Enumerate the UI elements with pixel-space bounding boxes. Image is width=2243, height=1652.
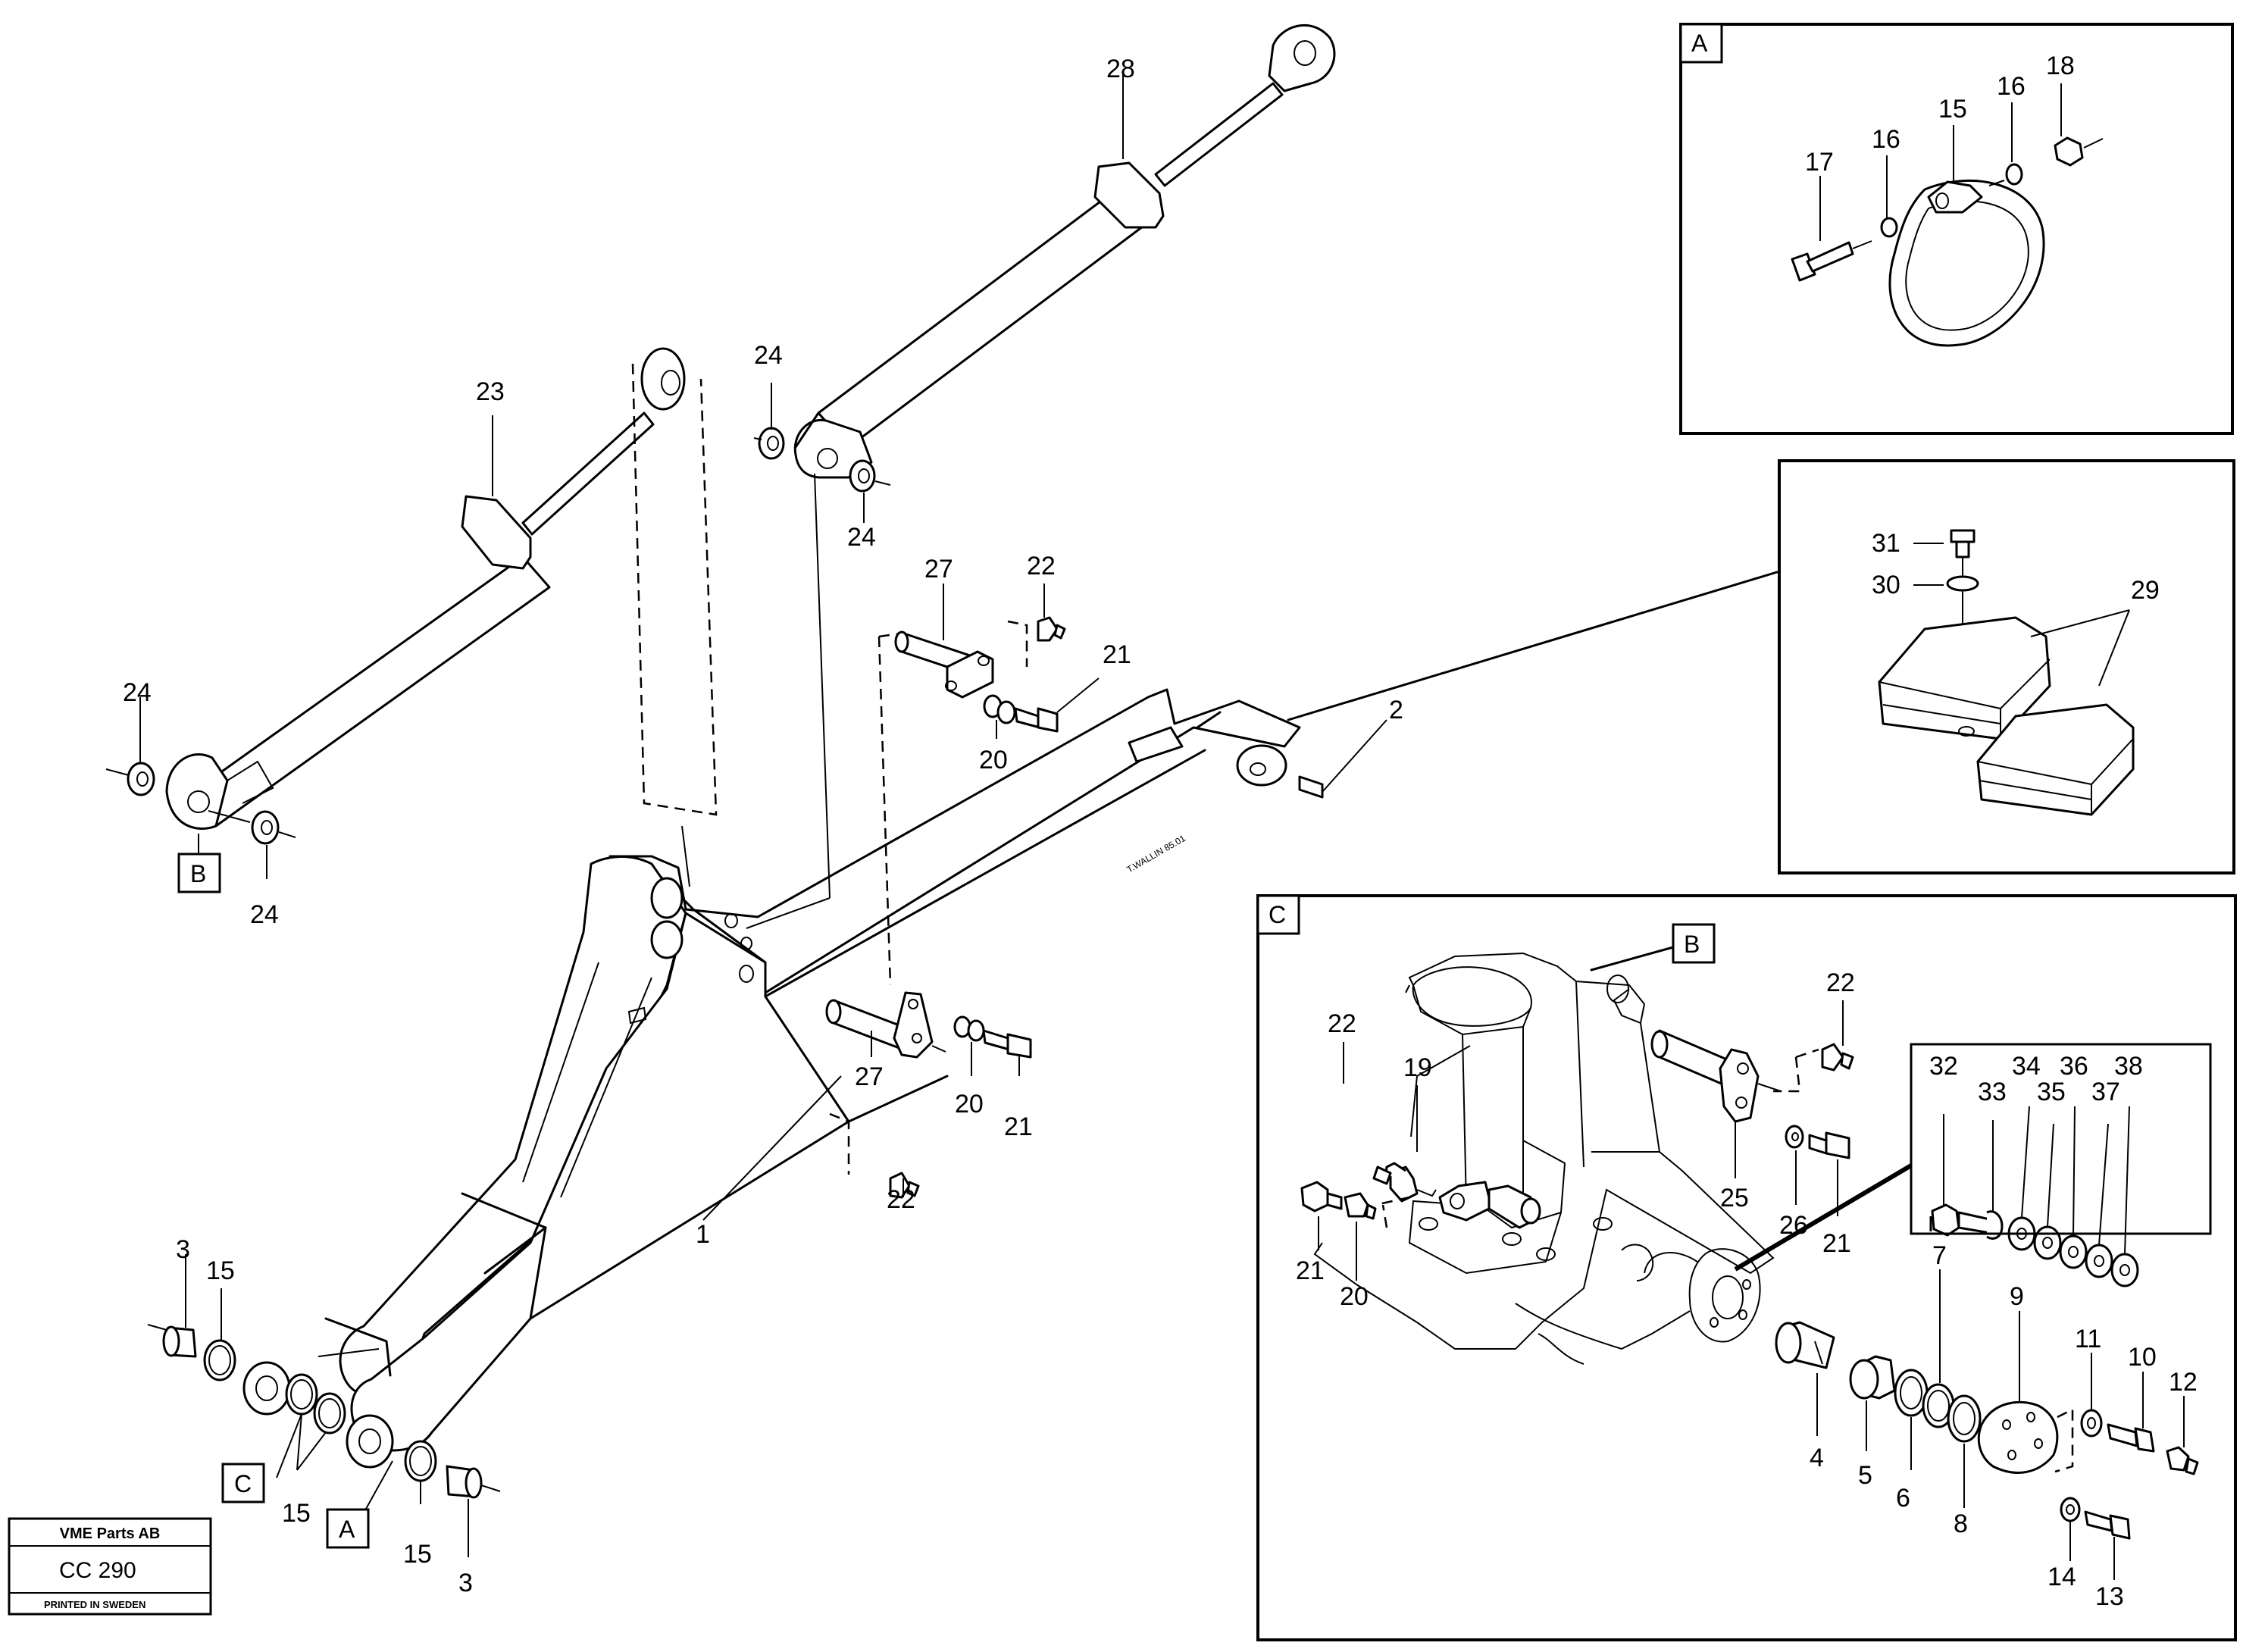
label-15: 15 xyxy=(206,1256,235,1285)
lift-arm: T.WALLIN 85.01 xyxy=(242,688,1301,1469)
label-3: 3 xyxy=(458,1569,473,1597)
label-10: 10 xyxy=(2128,1343,2157,1372)
hydraulic-cylinder-23 xyxy=(165,347,686,830)
label-31: 31 xyxy=(1872,529,1900,558)
label-7: 7 xyxy=(1932,1241,1947,1270)
sub-detail xyxy=(1734,1043,2212,1287)
label-24: 24 xyxy=(847,523,876,552)
label-22: 22 xyxy=(1826,968,1855,997)
assembly-lines xyxy=(631,363,1028,1175)
pin-assembly-lower xyxy=(825,991,1032,1199)
label-30: 30 xyxy=(1872,571,1900,599)
label-33: 33 xyxy=(1978,1078,2007,1106)
label-2: 2 xyxy=(1389,696,1403,724)
label-3: 3 xyxy=(176,1235,190,1264)
label-21: 21 xyxy=(1004,1112,1033,1141)
label-4: 4 xyxy=(1810,1444,1824,1472)
label-38: 38 xyxy=(2114,1052,2143,1081)
label-5: 5 xyxy=(1858,1461,1872,1490)
label-28: 28 xyxy=(1106,55,1135,83)
label-27: 27 xyxy=(924,555,953,584)
label-11: 11 xyxy=(2075,1325,2101,1353)
label-24: 24 xyxy=(250,900,279,929)
reference-markers: B C A xyxy=(177,853,370,1549)
pin-2 xyxy=(1298,719,1387,799)
hydraulic-cylinder-28 xyxy=(793,23,1336,479)
label-24: 24 xyxy=(754,341,783,370)
inset-a: A 17 16 15 16 18 xyxy=(1679,23,2234,435)
inset-a-tag xyxy=(1679,23,1723,64)
pin-19 xyxy=(1300,1162,1541,1229)
publisher-stamp: VME Parts AB CC 290 PRINTED IN SWEDEN xyxy=(8,1517,212,1616)
label-27: 27 xyxy=(855,1062,884,1091)
document-code: CC 290 xyxy=(59,1558,136,1583)
label-16: 16 xyxy=(1997,72,2026,101)
marker-a-text: A xyxy=(339,1516,355,1543)
frame-housing xyxy=(1313,952,1775,1365)
label-16: 16 xyxy=(1872,125,1900,154)
inset-marker-b-text: B xyxy=(1684,931,1700,958)
main-labels: 28 23 24 24 24 24 27 22 21 20 2 27 20 21… xyxy=(123,55,1403,1597)
inset-c: C xyxy=(1256,894,2237,1641)
pin-25 xyxy=(1650,1029,1854,1159)
label-24: 24 xyxy=(123,678,152,707)
marker-b-text: B xyxy=(190,860,206,887)
label-20: 20 xyxy=(979,746,1008,774)
label-17: 17 xyxy=(1805,148,1834,177)
label-21: 21 xyxy=(1103,640,1131,669)
marker-b xyxy=(177,853,221,893)
label-20: 20 xyxy=(1340,1282,1369,1311)
pin-assembly-upper xyxy=(894,616,1066,733)
inset-a-label: A xyxy=(1691,30,1708,57)
inset-pads: 31 30 29 xyxy=(1778,459,2235,874)
label-35: 35 xyxy=(2037,1078,2066,1106)
label-14: 14 xyxy=(2047,1563,2076,1591)
bushings-rings xyxy=(147,1324,501,1499)
label-20: 20 xyxy=(955,1090,984,1119)
label-6: 6 xyxy=(1896,1484,1910,1513)
axle-stack xyxy=(1775,1321,2199,1540)
label-15: 15 xyxy=(403,1540,432,1569)
printed-in: PRINTED IN SWEDEN xyxy=(44,1599,145,1610)
label-34: 34 xyxy=(2012,1052,2041,1081)
label-26: 26 xyxy=(1779,1211,1808,1240)
marker-a xyxy=(326,1508,370,1549)
label-9: 9 xyxy=(2010,1282,2024,1311)
label-25: 25 xyxy=(1720,1184,1749,1212)
artist-mark: T.WALLIN 85.01 xyxy=(1125,833,1188,875)
marker-c-text: C xyxy=(234,1470,252,1497)
label-29: 29 xyxy=(2131,576,2160,605)
leader-lines-main xyxy=(139,72,1778,1557)
label-18: 18 xyxy=(2046,52,2075,80)
label-19: 19 xyxy=(1403,1053,1432,1082)
marker-c xyxy=(221,1463,265,1503)
label-23: 23 xyxy=(476,377,505,406)
washers-24 xyxy=(105,427,891,845)
label-32: 32 xyxy=(1929,1052,1958,1081)
inset-c-tag xyxy=(1256,894,1300,935)
label-21: 21 xyxy=(1296,1256,1325,1285)
label-15: 15 xyxy=(1938,95,1967,124)
label-22: 22 xyxy=(1328,1009,1356,1038)
label-13: 13 xyxy=(2095,1582,2124,1611)
inset-marker-b xyxy=(1672,923,1716,964)
label-8: 8 xyxy=(1954,1510,1968,1538)
label-37: 37 xyxy=(2091,1078,2120,1106)
label-22: 22 xyxy=(887,1185,915,1214)
label-12: 12 xyxy=(2169,1368,2198,1397)
inset-c-label: C xyxy=(1269,901,1286,928)
label-22: 22 xyxy=(1027,552,1056,580)
label-1: 1 xyxy=(696,1220,710,1249)
publisher-name: VME Parts AB xyxy=(60,1525,161,1542)
label-15: 15 xyxy=(282,1499,311,1528)
label-36: 36 xyxy=(2060,1052,2088,1081)
label-21: 21 xyxy=(1822,1229,1851,1258)
